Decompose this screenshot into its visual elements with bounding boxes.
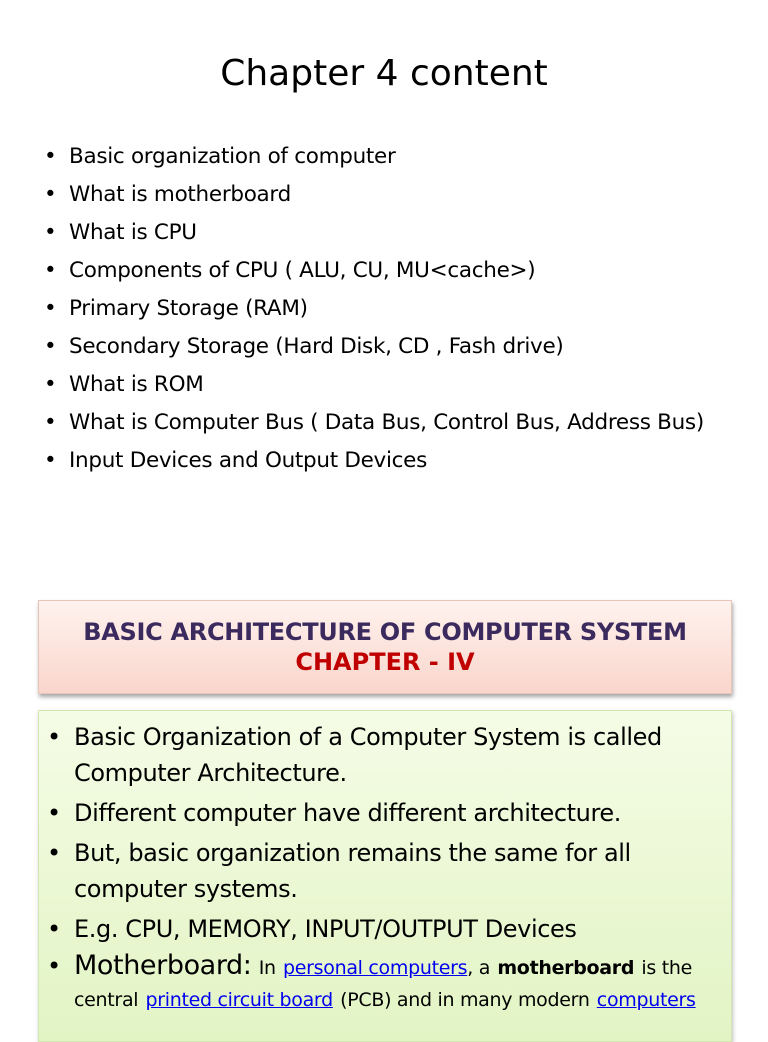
computers-link[interactable]: computers	[596, 989, 696, 1011]
bullet: •	[47, 952, 61, 980]
list-item-text: Different computer have different archit…	[74, 799, 622, 827]
list-item: • But, basic organization remains the sam…	[47, 835, 723, 907]
list-item-text: Basic Organization of a Computer System …	[74, 723, 662, 787]
list-item-text: Input Devices and Output Devices	[69, 448, 427, 473]
bullet: •	[44, 220, 57, 245]
list-item-text: What is ROM	[69, 372, 204, 397]
banner-title: BASIC ARCHITECTURE OF COMPUTER SYSTEM	[83, 618, 687, 646]
list-item-text: Primary Storage (RAM)	[69, 296, 308, 321]
bullet: •	[47, 839, 61, 867]
architecture-list: • Basic Organization of a Computer System…	[47, 719, 723, 1019]
chapter-content-list: • Basic organization of computer • What is…	[44, 140, 734, 482]
bullet: •	[47, 799, 61, 827]
bullet: •	[44, 372, 57, 397]
list-item-text: E.g. CPU, MEMORY, INPUT/OUTPUT Devices	[74, 915, 577, 943]
list-item-text: What is Computer Bus ( Data Bus, Control…	[69, 410, 704, 435]
bullet: •	[44, 448, 57, 473]
architecture-box: • Basic Organization of a Computer System…	[38, 710, 732, 1042]
bullet: •	[44, 296, 57, 321]
chapter-banner: BASIC ARCHITECTURE OF COMPUTER SYSTEM CH…	[38, 600, 732, 694]
motherboard-text: , a	[467, 957, 491, 979]
bullet: •	[44, 410, 57, 435]
list-item-text: Basic organization of computer	[69, 144, 396, 169]
motherboard-term: motherboard	[497, 957, 635, 979]
list-item: • What is ROM	[44, 368, 734, 401]
bullet: •	[44, 182, 57, 207]
bullet: •	[44, 144, 57, 169]
printed-circuit-board-link[interactable]: printed circuit board	[145, 989, 334, 1011]
page-title: Chapter 4 content	[220, 53, 548, 94]
motherboard-heading: Motherboard:	[74, 950, 252, 981]
list-item: • What is CPU	[44, 216, 734, 249]
motherboard-text: In	[258, 957, 276, 979]
list-item-text: What is motherboard	[69, 182, 291, 207]
list-item: • Different computer have different archi…	[47, 795, 723, 831]
list-item: • What is motherboard	[44, 178, 734, 211]
list-item: • Basic Organization of a Computer System…	[47, 719, 723, 791]
list-item: • Input Devices and Output Devices	[44, 444, 734, 477]
motherboard-text: (PCB) and in many modern	[340, 989, 590, 1011]
list-item: • E.g. CPU, MEMORY, INPUT/OUTPUT Devices	[47, 911, 723, 947]
list-item-text: Components of CPU ( ALU, CU, MU<cache>)	[69, 258, 536, 283]
list-item: • Components of CPU ( ALU, CU, MU<cache>)	[44, 254, 734, 287]
list-item-text: What is CPU	[69, 220, 197, 245]
list-item: • What is Computer Bus ( Data Bus, Contro…	[44, 406, 734, 439]
list-item: • Primary Storage (RAM)	[44, 292, 734, 325]
personal-computers-link[interactable]: personal computers	[283, 957, 468, 979]
banner-subtitle: CHAPTER - IV	[295, 648, 475, 676]
bullet: •	[44, 334, 57, 359]
motherboard-item: • Motherboard: In personal computers, a …	[47, 951, 723, 1015]
bullet: •	[47, 915, 61, 943]
bullet: •	[47, 723, 61, 751]
list-item: • Secondary Storage (Hard Disk, CD , Fash…	[44, 330, 734, 363]
motherboard-text: is the central	[74, 957, 693, 1011]
bullet: •	[44, 258, 57, 283]
list-item-text: Secondary Storage (Hard Disk, CD , Fash …	[69, 334, 564, 359]
list-item-text: But, basic organization remains the same…	[74, 839, 631, 903]
list-item: • Basic organization of computer	[44, 140, 734, 173]
